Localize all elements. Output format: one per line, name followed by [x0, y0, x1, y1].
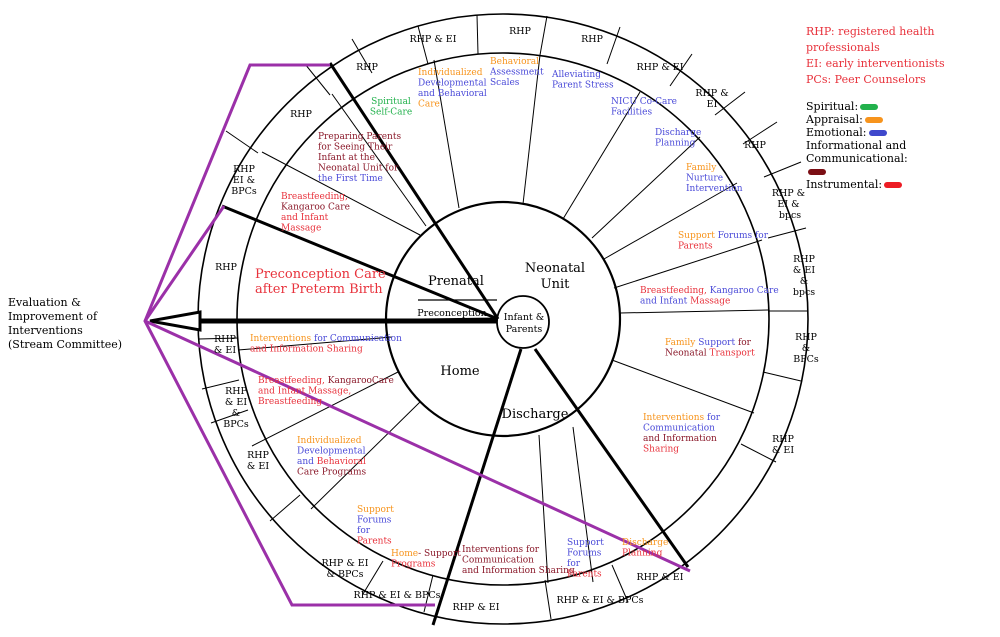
intervention-dividers [237, 54, 769, 584]
evaluation-arrow-head [149, 310, 202, 332]
appraisal-swatch [864, 117, 883, 123]
provider-label: RHP& EI [247, 450, 270, 472]
provider-label: RHP [509, 26, 531, 37]
spiritual-swatch [860, 104, 879, 110]
instrumental-swatch [884, 182, 903, 188]
legend-appraisal: Appraisal: [806, 113, 918, 126]
provider-label: RHP & EI & BPCs [556, 595, 643, 606]
provider-dividers [198, 14, 808, 620]
legend-instrumental: Instrumental: [806, 178, 918, 191]
provider-label: RHP [744, 140, 766, 151]
evaluation-label: Evaluation & Improvement of Intervention… [8, 296, 123, 351]
abbr-ei: EI: early interventionists [806, 57, 945, 70]
emotional-swatch [868, 130, 887, 136]
provider-label: RHP [581, 34, 603, 45]
informational-swatch [808, 169, 826, 175]
legend-emotional: Emotional: [806, 126, 918, 139]
provider-label: RHP& EI&bpcs [793, 254, 816, 298]
center-label: Infant &Parents [504, 312, 544, 335]
abbr-rhp: RHP: registered health professionals [806, 25, 935, 54]
provider-label: RHP & EI [636, 62, 683, 73]
abbr-pcs: PCs: Peer Counselors [806, 73, 926, 86]
legend-informational: Informational and Communicational: [806, 139, 918, 178]
provider-label: RHP & EI & bpcs [772, 188, 808, 221]
stage-home: Home [440, 364, 479, 379]
provider-label: RHP & EI& BPCs [321, 558, 368, 580]
provider-label: RHP &EI [695, 88, 728, 110]
stage-preconception: Preconception [417, 308, 486, 319]
provider-label: RHP&BPCs [793, 332, 819, 365]
provider-label: RHP [356, 62, 378, 73]
provider-label: RHP [290, 109, 312, 120]
legend: Spiritual: Appraisal: Emotional: Informa… [806, 100, 918, 191]
stage-prenatal: Prenatal [428, 274, 484, 289]
provider-label: RHP & EI [636, 572, 683, 583]
provider-label: RHP& EI [772, 434, 795, 456]
stage-discharge: Discharge [502, 407, 569, 422]
provider-label: RHP & EI [409, 34, 456, 45]
provider-label: RHP& EI [214, 334, 237, 356]
stream-committee-lines [143, 63, 691, 607]
provider-label: RHP & EI [452, 602, 499, 613]
abbreviations-key: RHP: registered health professionals EI:… [806, 24, 1000, 88]
provider-label: RHP & EI & BPCs [353, 590, 440, 601]
legend-spiritual: Spiritual: [806, 100, 918, 113]
provider-label: RHP& EI&BPCs [223, 386, 249, 430]
provider-label: RHP [215, 262, 237, 273]
